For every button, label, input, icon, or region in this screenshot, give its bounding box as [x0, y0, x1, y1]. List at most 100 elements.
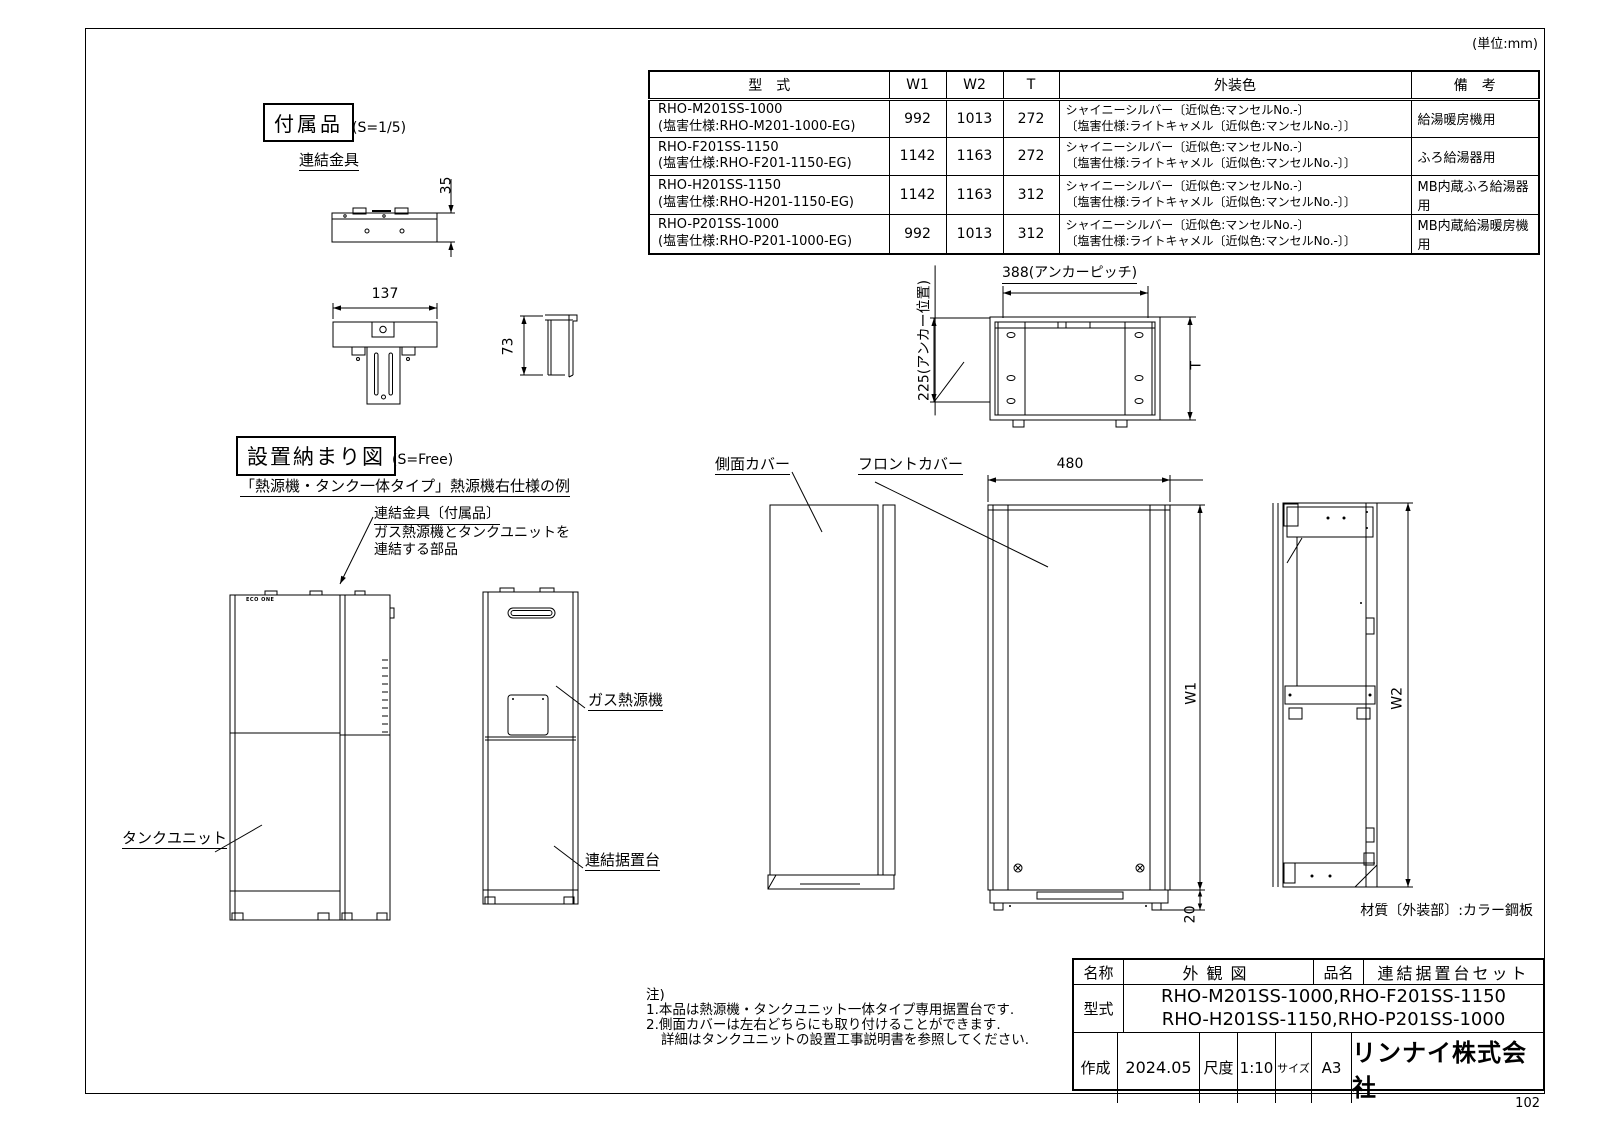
- col-w1: W1: [888, 70, 947, 101]
- t-value: 272: [1002, 136, 1060, 176]
- remarks-value: MB内蔵ふろ給湯器用: [1410, 174, 1540, 215]
- dim-480-label: 480: [1056, 456, 1084, 472]
- accessory-section-title: 付属品: [263, 103, 354, 142]
- col-model: 型 式: [648, 70, 890, 101]
- notes-block: 注) 1.本品は熱源機・タンクユニット一体タイプ専用据置台です. 2.側面カバー…: [646, 988, 1029, 1048]
- material-note: 材質〔外装部〕:カラー鋼板: [1360, 903, 1533, 919]
- titleblock-date-label: 作成: [1074, 1032, 1118, 1103]
- color-main: シャイニーシルバー〔近似色:マンセルNo.-〕: [1065, 178, 1310, 193]
- table-row: RHO-M201SS-1000(塩害仕様:RHO-M201-1000-EG) 9…: [648, 98, 1540, 138]
- titleblock-item-value: 連結据置台セット: [1377, 964, 1530, 983]
- installation-scale: (S=Free): [392, 452, 454, 468]
- model-name: RHO-P201SS-1000: [658, 217, 780, 233]
- plan-view-drawing: [930, 286, 1196, 428]
- color-main: シャイニーシルバー〔近似色:マンセルNo.-〕: [1065, 102, 1310, 117]
- remarks-value: 給湯暖房機用: [1410, 98, 1540, 138]
- anchor-pitch-label: 388(アンカーピッチ): [1002, 265, 1138, 284]
- color-salt: 〔塩害仕様:ライトキャメル〔近似色:マンセルNo.-〕〕: [1065, 194, 1356, 209]
- dim-20-label: 20: [1182, 905, 1199, 924]
- col-color: 外装色: [1058, 70, 1412, 101]
- tank-unit-label: タンクユニット: [122, 829, 228, 849]
- dim-t-label: T: [1188, 361, 1205, 370]
- notes-header: 注): [646, 987, 665, 1003]
- w2-value: 1013: [945, 98, 1004, 138]
- col-w2: W2: [945, 70, 1004, 101]
- side-cover-label: 側面カバー: [715, 455, 791, 475]
- titleblock-model-line1: RHO-M201SS-1000,RHO-F201SS-1150: [1160, 986, 1507, 1007]
- titleblock-model-line2: RHO-H201SS-1150,RHO-P201SS-1000: [1161, 1009, 1506, 1031]
- spec-table: 型 式 W1 W2 T 外装色 備 考 RHO-M201SS-1000(塩害仕様…: [648, 70, 1540, 255]
- note-line-1: 1.本品は熱源機・タンクユニット一体タイプ専用据置台です.: [646, 1002, 1015, 1018]
- heat-source-label: ガス熱源機: [588, 691, 664, 711]
- note-line-3: 詳細はタンクユニットの設置工事説明書を参照してください.: [661, 1032, 1029, 1048]
- col-t: T: [1002, 70, 1060, 101]
- w1-value: 992: [888, 98, 947, 138]
- model-salt: (塩害仕様:RHO-P201-1000-EG): [658, 233, 853, 249]
- spec-table-header: 型 式 W1 W2 T 外装色 備 考: [648, 70, 1540, 101]
- stand-label: 連結据置台: [585, 851, 661, 871]
- covers-front-view-drawing: [767, 471, 1205, 911]
- table-row: RHO-H201SS-1150(塩害仕様:RHO-H201-1150-EG) 1…: [648, 174, 1540, 215]
- page-number: 102: [1515, 1096, 1540, 1111]
- titleblock-model-label: 型式: [1074, 985, 1124, 1032]
- t-value: 272: [1002, 98, 1060, 138]
- titleblock-scale-label: 尺度: [1200, 1032, 1238, 1103]
- sheet-border: [85, 28, 1545, 1094]
- installation-section-title: 設置納まり図: [236, 436, 396, 476]
- assembly-front-drawing: [214, 516, 395, 921]
- t-value: 312: [1002, 174, 1060, 215]
- unit-note: (単位:mm): [1472, 37, 1538, 52]
- dim-w2-label: W2: [1389, 687, 1406, 710]
- color-main: シャイニーシルバー〔近似色:マンセルNo.-〕: [1065, 217, 1310, 232]
- dim-73-label: 73: [500, 337, 517, 356]
- color-salt: 〔塩害仕様:ライトキャメル〔近似色:マンセルNo.-〕〕: [1065, 156, 1356, 170]
- w2-value: 1163: [945, 136, 1004, 176]
- model-salt: (塩害仕様:RHO-F201-1150-EG): [658, 156, 852, 171]
- company-name: リンナイ株式会社: [1352, 1038, 1527, 1102]
- titleblock-name-value: 外観図: [1124, 960, 1314, 984]
- eco-one-logo: ECO ONE: [246, 597, 275, 603]
- note-line-2: 2.側面カバーは左右どちらにも取り付けることができます.: [646, 1017, 1001, 1033]
- col-remarks: 備 考: [1410, 70, 1540, 101]
- model-name: RHO-F201SS-1150: [658, 139, 779, 155]
- titleblock-scale-value: 1:10: [1238, 1032, 1276, 1103]
- model-salt: (塩害仕様:RHO-M201-1000-EG): [658, 118, 856, 134]
- titleblock-size-label: サイズ: [1276, 1032, 1312, 1103]
- title-block: 名称 外観図 品名 連結据置台セット 型式 RHO-M201SS-1000,RH…: [1072, 958, 1545, 1103]
- model-salt: (塩害仕様:RHO-H201-1150-EG): [658, 194, 854, 210]
- remarks-value: MB内蔵給湯暖房機用: [1410, 213, 1540, 254]
- callout-bracket-title: 連結金具〔付属品〕: [374, 506, 500, 525]
- callout-bracket-line2: ガス熱源機とタンクユニットを: [374, 525, 570, 541]
- installation-subtitle: 「熱源機・タンク一体タイプ」熱源機右仕様の例: [240, 477, 571, 497]
- titleblock-name-label: 名称: [1074, 960, 1124, 984]
- accessory-scale: (S=1/5): [352, 120, 407, 136]
- model-name: RHO-H201SS-1150: [658, 178, 781, 194]
- bracket-side-view-drawing: [520, 314, 578, 378]
- anchor-position-label: 225(アンカー位置): [916, 265, 936, 416]
- color-salt: 〔塩害仕様:ライトキャメル〔近似色:マンセルNo.-〕〕: [1065, 233, 1356, 248]
- color-main: シャイニーシルバー〔近似色:マンセルNo.-〕: [1065, 140, 1310, 155]
- titleblock-size-value: A3: [1312, 1032, 1352, 1103]
- dim-w1-label: W1: [1183, 682, 1200, 705]
- titleblock-item-label: 品名: [1314, 960, 1364, 984]
- dim-35-label: 35: [438, 176, 455, 195]
- w1-value: 1142: [888, 136, 947, 176]
- rear-view-drawing: [1272, 502, 1413, 888]
- remarks-value: ふろ給湯器用: [1410, 136, 1540, 176]
- callout-bracket-line3: 連結する部品: [374, 542, 458, 558]
- heatsource-stand-drawing: [482, 587, 586, 905]
- w1-value: 992: [888, 213, 947, 254]
- t-value: 312: [1002, 213, 1060, 254]
- w2-value: 1163: [945, 174, 1004, 215]
- color-salt: 〔塩害仕様:ライトキャメル〔近似色:マンセルNo.-〕〕: [1065, 118, 1356, 133]
- table-row: RHO-F201SS-1150(塩害仕様:RHO-F201-1150-EG) 1…: [648, 136, 1540, 176]
- dim-137-label: 137: [371, 286, 399, 302]
- table-row: RHO-P201SS-1000(塩害仕様:RHO-P201-1000-EG) 9…: [648, 213, 1540, 254]
- accessory-part-label: 連結金具: [299, 151, 360, 171]
- model-name: RHO-M201SS-1000: [658, 102, 783, 118]
- bracket-front-view-drawing: [332, 303, 438, 405]
- w2-value: 1013: [945, 213, 1004, 254]
- front-cover-label: フロントカバー: [858, 455, 964, 475]
- w1-value: 1142: [888, 174, 947, 215]
